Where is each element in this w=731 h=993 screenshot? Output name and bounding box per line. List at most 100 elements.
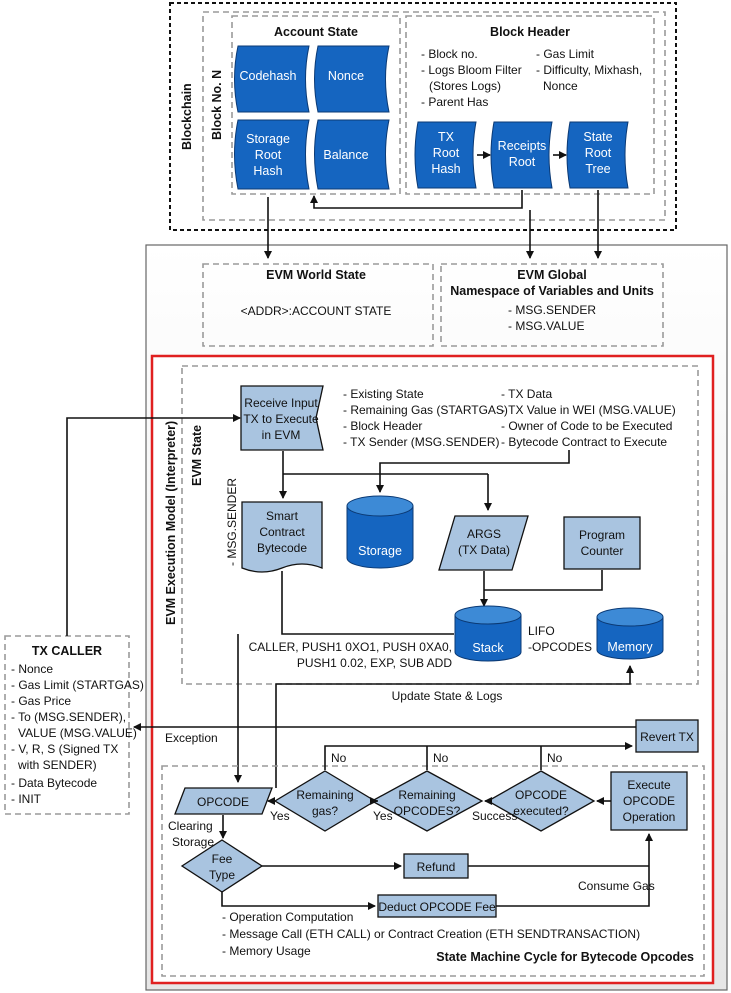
remaining-gas-line1: Remaining [296, 788, 353, 802]
balance-shape: Balance [314, 119, 390, 190]
fee-item-2: - Message Call (ETH CALL) or Contract Cr… [222, 927, 640, 941]
smart-contract-line3: Bytecode [257, 541, 307, 555]
opcode-executed-line1: OPCODE [515, 788, 567, 802]
tx-root-line2: Root [433, 146, 460, 160]
state-list-left-3: - Block Header [343, 419, 422, 433]
balance-label: Balance [323, 148, 368, 162]
receipts-back-arrow [310, 190, 523, 209]
storage-root-line3: Hash [253, 164, 282, 178]
yes-label-2: Yes [373, 809, 393, 823]
fee-item-3: - Memory Usage [222, 944, 311, 958]
clearing-storage-line1: Clearing [168, 819, 213, 833]
execute-opcode-box [610, 771, 688, 831]
tx-root-hash-shape: TX Root Hash [414, 121, 477, 189]
smart-contract-line2: Contract [259, 525, 305, 539]
global-item-1: - MSG.SENDER [508, 303, 596, 317]
tx-caller-item-6: - V, R, S (Signed TX [11, 742, 118, 756]
state-list-right-4: - Bytecode Contract to Execute [501, 435, 667, 449]
nonce-label: Nonce [328, 69, 364, 83]
state-root-line3: Tree [585, 162, 610, 176]
receive-input-line1: Receive Input [244, 396, 318, 410]
tx-caller-title: TX CALLER [32, 644, 102, 658]
remaining-gas-line2: gas? [312, 804, 338, 818]
bytecode-ops-line1: CALLER, PUSH1 0XO1, PUSH 0XA0, [249, 640, 452, 654]
world-state-content: <ADDR>:ACCOUNT STATE [241, 304, 392, 318]
deduct-fee-label: Deduct OPCODE Fee [378, 900, 496, 914]
global-namespace-title1: EVM Global [517, 268, 586, 282]
global-namespace-title2: Namespace of Variables and Units [450, 284, 654, 298]
state-list-left-4: - TX Sender (MSG.SENDER) [343, 435, 499, 449]
header-field-5: - Gas Limit [536, 47, 595, 61]
header-field-4: - Parent Has [421, 95, 488, 109]
tx-caller-item-2: - Gas Limit (STARTGAS) [11, 678, 144, 692]
remaining-gas-diamond: Remaining gas? [273, 770, 377, 832]
memory-label: Memory [607, 640, 653, 654]
account-state-title: Account State [274, 25, 358, 39]
account-state-box [231, 15, 401, 195]
state-machine-title: State Machine Cycle for Bytecode Opcodes [436, 950, 694, 964]
header-field-6: - Difficulty, Mixhash, [536, 63, 642, 77]
receive-input-line2: TX to Execute [243, 412, 319, 426]
nonce-shape: Nonce [314, 45, 390, 113]
update-state-label: Update State & Logs [392, 689, 503, 703]
contract-to-ops-line [281, 571, 454, 635]
tx-caller-item-3: - Gas Price [11, 694, 71, 708]
program-counter-line2: Counter [581, 544, 624, 558]
receive-input-line3: in EVM [262, 428, 301, 442]
smart-contract-line1: Smart [266, 509, 299, 523]
remaining-opcodes-diamond: Remaining OPCODES? [370, 770, 484, 832]
lifo-line2: -OPCODES [528, 640, 592, 654]
execute-opcode-line1: Execute [627, 778, 671, 792]
header-field-2: - Logs Bloom Filter [421, 63, 522, 77]
storage-root-line2: Root [255, 148, 282, 162]
no-label-3: No [547, 751, 563, 765]
codehash-shape: Codehash [234, 45, 310, 113]
right-list-connector [376, 450, 570, 493]
block-number-label: Block No. N [210, 70, 224, 140]
header-field-3: (Stores Logs) [429, 79, 501, 93]
storage-root-hash-shape: Storage Root Hash [234, 119, 310, 190]
args-box: ARGS (TX Data) [438, 515, 529, 571]
block-header-box [405, 15, 655, 195]
codehash-label: Codehash [240, 69, 297, 83]
fee-item-1: - Operation Computation [222, 910, 353, 924]
world-state-box [202, 263, 434, 347]
state-root-tree-shape: State Root Tree [566, 121, 629, 189]
revert-tx-box [635, 719, 699, 753]
receipts-root-shape: Receipts Root [490, 121, 553, 189]
state-list-right-3: - Owner of Code to be Executed [501, 419, 672, 433]
state-list-left-1: - Existing State [343, 387, 424, 401]
stack-cylinder: Stack [454, 605, 522, 662]
block-inner-frame [202, 11, 666, 221]
header-field-1: - Block no. [421, 47, 478, 61]
global-item-2: - MSG.VALUE [508, 319, 584, 333]
tx-caller-item-9: - INIT [11, 792, 42, 806]
lifo-line1: LIFO [528, 624, 555, 638]
refund-label: Refund [417, 860, 456, 874]
execute-opcode-line2: OPCODE [623, 794, 675, 808]
clearing-storage-line2: Storage [172, 835, 214, 849]
opcode-box: OPCODE [174, 787, 273, 815]
execution-model-label: EVM Execution Model (Interpreter) [164, 421, 178, 625]
tx-caller-item-4: - To (MSG.SENDER), [11, 710, 126, 724]
pc-to-stack-line [484, 570, 603, 591]
tx-caller-item-1: - Nonce [11, 662, 53, 676]
program-counter-box [563, 516, 641, 570]
fee-type-line2: Type [209, 868, 235, 882]
storage-cylinder: Storage [346, 495, 414, 569]
state-list-right-2: - TX Value in WEI (MSG.VALUE) [501, 403, 676, 417]
tx-caller-item-8: - Data Bytecode [11, 776, 97, 790]
exception-label: Exception [165, 731, 218, 745]
tx-root-line1: TX [438, 130, 455, 144]
block-header-title: Block Header [490, 25, 570, 39]
memory-cylinder: Memory [596, 607, 664, 660]
blockchain-label: Blockchain [180, 83, 194, 150]
receipts-root-line2: Root [509, 155, 536, 169]
success-label: Success [472, 809, 517, 823]
tx-root-line3: Hash [431, 162, 460, 176]
fee-type-line1: Fee [212, 852, 233, 866]
execute-opcode-line3: Operation [623, 810, 676, 824]
stack-label: Stack [472, 641, 504, 655]
tx-caller-item-5: VALUE (MSG.VALUE) [18, 726, 137, 740]
storage-root-line1: Storage [246, 132, 290, 146]
